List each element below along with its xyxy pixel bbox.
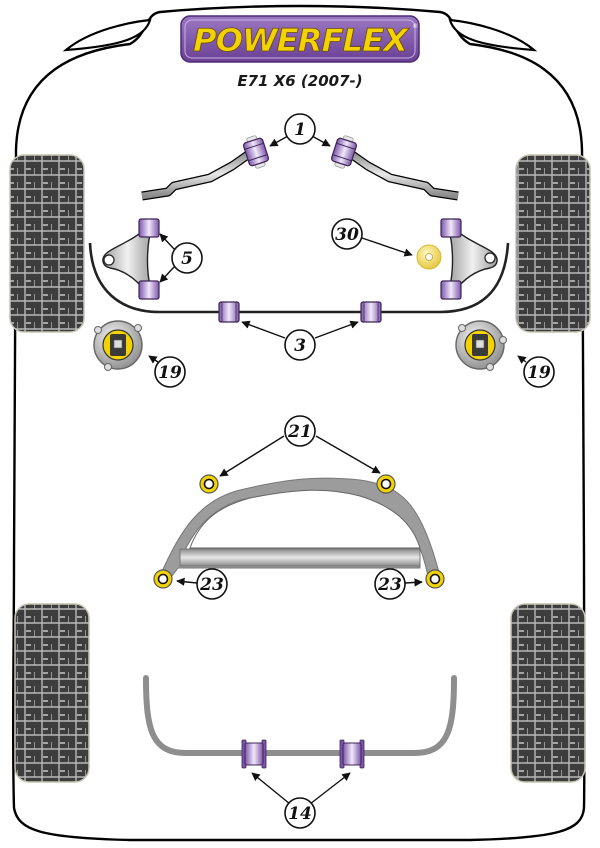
svg-text:23: 23 — [377, 575, 402, 595]
top-mount-left — [93, 320, 143, 371]
svg-text:30: 30 — [335, 225, 359, 245]
arrow-14-right — [309, 772, 351, 805]
callout-14: 14 — [284, 797, 316, 829]
left-mirror — [62, 18, 152, 52]
callout-19-right: 19 — [523, 356, 555, 388]
arrow-3-right — [314, 320, 359, 339]
powerflex-logo: POWERFLEX ® — [180, 15, 420, 63]
rear-arb-bush-left — [241, 739, 267, 769]
arrow-5-top — [159, 233, 176, 251]
svg-text:21: 21 — [287, 422, 312, 442]
front-upper-arm-right — [440, 218, 498, 300]
callout-30: 30 — [331, 218, 363, 250]
tyre-rear-right — [510, 603, 586, 783]
arrow-1-left — [269, 135, 289, 147]
svg-text:1: 1 — [294, 120, 306, 140]
right-mirror — [448, 18, 538, 52]
svg-text:19: 19 — [158, 363, 182, 383]
rear-anti-roll-bar — [143, 675, 457, 756]
front-arb-bush-left — [218, 301, 240, 323]
arrow-21-left — [219, 435, 285, 477]
subframe-front-mount-left — [199, 474, 219, 494]
arrow-21-right — [315, 435, 381, 474]
leader-arrows — [148, 135, 527, 805]
callout-23-left: 23 — [196, 568, 228, 600]
top-mount-right — [455, 320, 507, 371]
tyre-front-right — [515, 154, 591, 333]
arrow-14-left — [251, 772, 291, 805]
arrow-23-right — [404, 578, 423, 587]
svg-text:23: 23 — [199, 575, 224, 595]
subframe-front-mount-right — [376, 474, 396, 494]
callout-19-left: 19 — [154, 356, 186, 388]
arrow-1-right — [311, 135, 331, 147]
arrow-19-right — [517, 355, 527, 364]
registered-mark: ® — [412, 23, 418, 30]
callout-1: 1 — [284, 113, 316, 145]
callout-5: 5 — [171, 242, 203, 274]
front-drop-link-left — [141, 135, 270, 201]
model-title: E71 X6 (2007-) — [237, 72, 362, 90]
front-anti-roll-bar — [88, 242, 510, 314]
svg-text:14: 14 — [288, 804, 312, 824]
rear-arb-bush-right — [339, 739, 365, 769]
callout-23-right: 23 — [374, 568, 406, 600]
svg-text:5: 5 — [181, 249, 193, 269]
rear-subframe — [159, 477, 441, 577]
arrow-3-left — [241, 320, 286, 339]
front-drop-link-right — [330, 135, 459, 201]
arrow-5-bottom — [159, 265, 176, 283]
arrow-30 — [361, 237, 413, 257]
svg-text:3: 3 — [294, 336, 306, 356]
subframe-rear-mount-left — [153, 569, 173, 589]
svg-text:19: 19 — [527, 363, 551, 383]
callout-3: 3 — [284, 329, 316, 361]
subframe-rear-mount-right — [425, 569, 445, 589]
front-arb-bush-right — [360, 301, 382, 323]
washer — [416, 244, 442, 270]
callout-21: 21 — [284, 415, 316, 447]
tyre-front-left — [9, 154, 85, 333]
brand-name: POWERFLEX — [193, 23, 410, 59]
arrow-23-left — [176, 577, 198, 586]
front-upper-arm-left — [102, 218, 160, 300]
tyre-rear-left — [14, 603, 90, 783]
arrow-19-left — [148, 355, 159, 364]
